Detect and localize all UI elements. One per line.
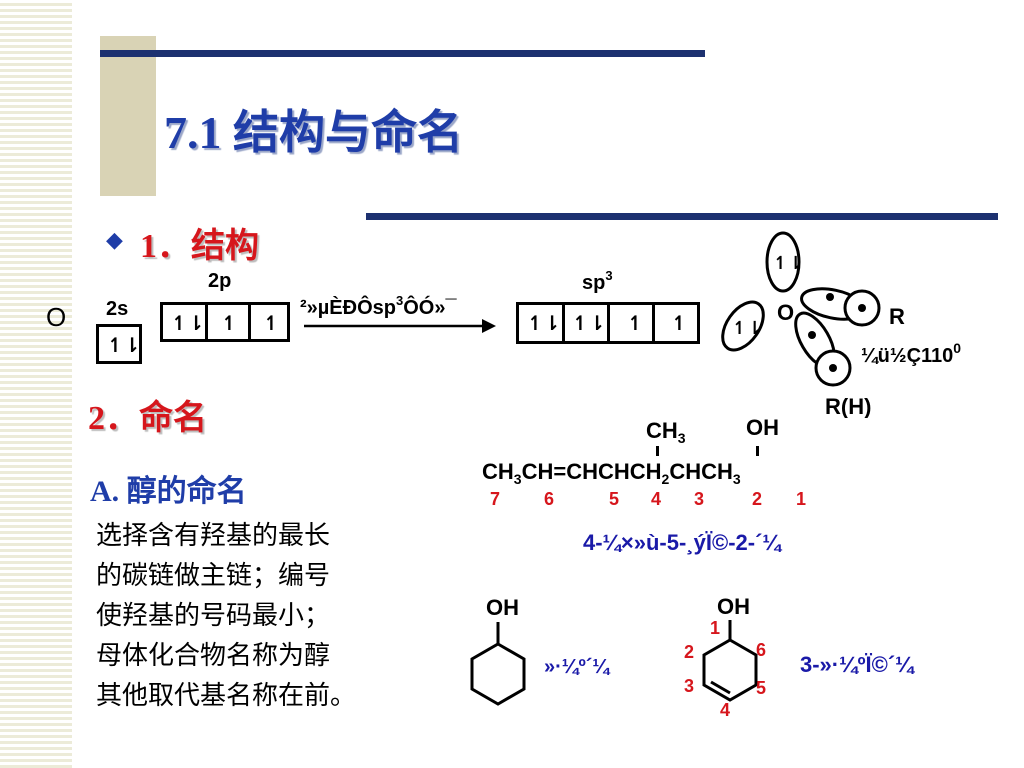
spin-up-icon: ↿ [671, 313, 688, 335]
rule-line: 母体化合物名称为醇 [96, 641, 331, 671]
locant-number: 7 [490, 489, 501, 509]
locant-number: 1 [796, 489, 807, 509]
rule-line: 使羟基的号码最小； [96, 601, 331, 631]
spin-up-icon: ↿ [627, 313, 644, 335]
orbital-box-2p: ↿⇂ ↿ ↿ [160, 302, 290, 342]
spin-pair-icon: ↿⇂ [572, 313, 606, 335]
spin-pair-icon: ↿⇂ [107, 335, 141, 357]
example3-name: 3-»·¼ºÏ©´¼ [800, 652, 914, 677]
locant-number: 6 [544, 489, 555, 509]
section-heading-structure: 1．结构 [140, 228, 259, 265]
tetrahedral-oxygen-diagram: ↿⇂ ↿⇂ O R R(H) ¼ü½Ç1100 [721, 231, 961, 418]
cyclohexene-ring-icon [702, 620, 758, 702]
ring-locant: 6 [756, 640, 767, 660]
label-sp3: sp3 [582, 268, 613, 294]
geometry-rh-label: R(H) [825, 394, 871, 418]
locant-number: 2 [752, 489, 763, 509]
spin-pair-icon: ↿⇂ [171, 313, 205, 335]
ring-locant: 4 [720, 700, 731, 720]
label-2p: 2p [208, 270, 232, 292]
cyclohexane-ring-icon [470, 622, 526, 706]
hybridization-arrow-icon [304, 319, 496, 333]
geometry-r-label: R [889, 304, 905, 329]
rule-line: 的碳链做主链；编号 [96, 561, 331, 591]
example2-name: »·¼º´¼ [544, 656, 610, 678]
rule-line: 选择含有羟基的最长 [96, 521, 331, 551]
locant-number: 4 [651, 489, 662, 509]
lone-pair-lobe-top [765, 231, 801, 293]
orbital-box-sp3: ↿⇂ ↿⇂ ↿ ↿ [516, 302, 700, 344]
bond-angle-label: ¼ü½Ç1100 [861, 340, 961, 367]
spin-up-icon: ↿ [221, 313, 238, 335]
locant-number: 5 [609, 489, 620, 509]
ring-locant: 5 [756, 678, 767, 698]
title-rule-bottom [366, 213, 998, 220]
ring-locant: 3 [684, 676, 695, 696]
spin-up-icon: ↿ [263, 313, 280, 335]
hybridization-label: ²»µÈÐÔsp3ÔÓ»¯ [300, 293, 457, 319]
label-2s: 2s [106, 298, 129, 320]
spin-pair-icon: ↿⇂ [527, 313, 561, 335]
naming-rules: 选择含有羟基的最长 的碳链做主链；编号 使羟基的号码最小； 母体化合物名称为醇 … [96, 516, 356, 716]
bond-tick [756, 446, 759, 456]
diamond-bullet-icon: ◆ [106, 227, 123, 252]
main-chain-formula: CH3CH=CHCHCH2CHCH3 [482, 459, 741, 487]
left-texture-strip [0, 0, 72, 768]
subsection-alcohol-naming: A. 醇的命名 [90, 475, 247, 508]
bond-tick [656, 446, 659, 456]
example1-name: 4-¼×»ù-5-¸ýÏ©-2-´¼ [583, 530, 781, 555]
spin-pair-icon: ↿⇂ [732, 318, 762, 339]
branch-oh: OH [746, 415, 779, 440]
lone-pair-lobe-left [721, 300, 765, 352]
tan-accent-block [100, 36, 156, 196]
cyclohexanol-oh: OH [486, 595, 519, 620]
spin-pair-icon: ↿⇂ [773, 253, 803, 274]
section-heading-nomenclature: 2．命名 [88, 400, 207, 437]
page-title: 7.1 结构与命名 [164, 107, 463, 158]
cyclohexenol-oh: OH [717, 594, 750, 619]
ring-locant: 1 [710, 618, 721, 638]
ring-locant: 2 [684, 642, 695, 662]
branch-ch3: CH3 [646, 418, 686, 446]
rule-line: 其他取代基名称在前。 [96, 681, 357, 711]
title-rule-top [100, 50, 705, 57]
orbital-box-2s: ↿⇂ [96, 324, 142, 364]
locant-number: 3 [694, 489, 705, 509]
geometry-oxygen-label: O [777, 300, 794, 325]
oxygen-atom-label: O [46, 302, 67, 332]
